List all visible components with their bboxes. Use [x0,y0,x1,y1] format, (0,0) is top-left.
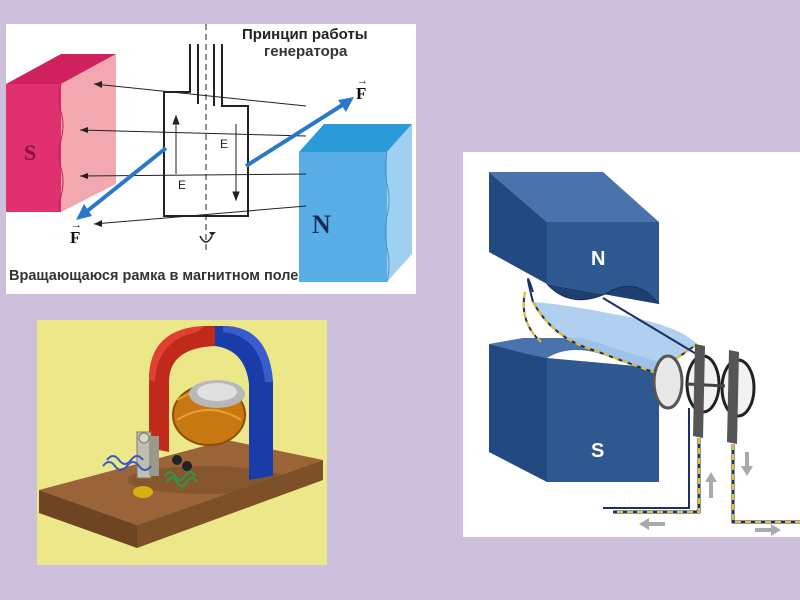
generator-principle-svg [6,24,412,283]
n-magnet-side [489,172,547,284]
n-magnet-top [299,124,412,152]
pole-s-label: S [24,140,37,165]
coiled-wires [102,455,198,487]
generator-model-svg [39,326,323,548]
diagram-title: Принцип работы [242,26,368,43]
s-magnet-top [6,54,116,84]
pole-n-label: N [591,248,606,270]
n-magnet-side [387,124,412,282]
emf-label-left: E [178,178,187,192]
dc-generator-svg [489,172,800,536]
pole-n-label: N [312,210,331,239]
rotating-frame [163,44,249,217]
generator-principle-diagram: Принцип работы генератора S N →F →F E E … [6,24,416,294]
n-magnet-top [489,172,659,222]
rotating-loop [533,302,697,372]
force-arrows [76,97,354,220]
magnet-blue-arm [215,326,273,480]
terminal-left [172,455,182,465]
wire-connector [133,486,153,498]
pole-s-label: S [591,440,605,462]
s-magnet-front [6,84,61,212]
diagram-subtitle: генератора [264,43,348,60]
n-magnet-front [299,152,387,282]
dc-generator-diagram: N S [463,152,800,537]
s-magnet-side [489,344,547,482]
current-arrows [172,114,240,202]
s-magnet-front [547,358,659,482]
output-wires [603,408,800,524]
rotation-icon [199,235,213,243]
force-label-top: →F [356,75,368,103]
emf-label-right: E [220,137,229,151]
diagram-caption: Вращающаюся рамка в магнитном поле [9,268,299,284]
s-magnet-side [61,54,116,212]
brushes [693,344,739,444]
force-label-bottom: →F [70,219,82,247]
current-direction-arrows [639,452,781,536]
generator-model-illustration [37,320,327,565]
wooden-board-front [39,490,137,548]
terminal-right [182,461,192,471]
n-magnet-front [547,222,659,304]
field-arrowheads [80,81,102,227]
magnet-red-arm [149,326,215,452]
